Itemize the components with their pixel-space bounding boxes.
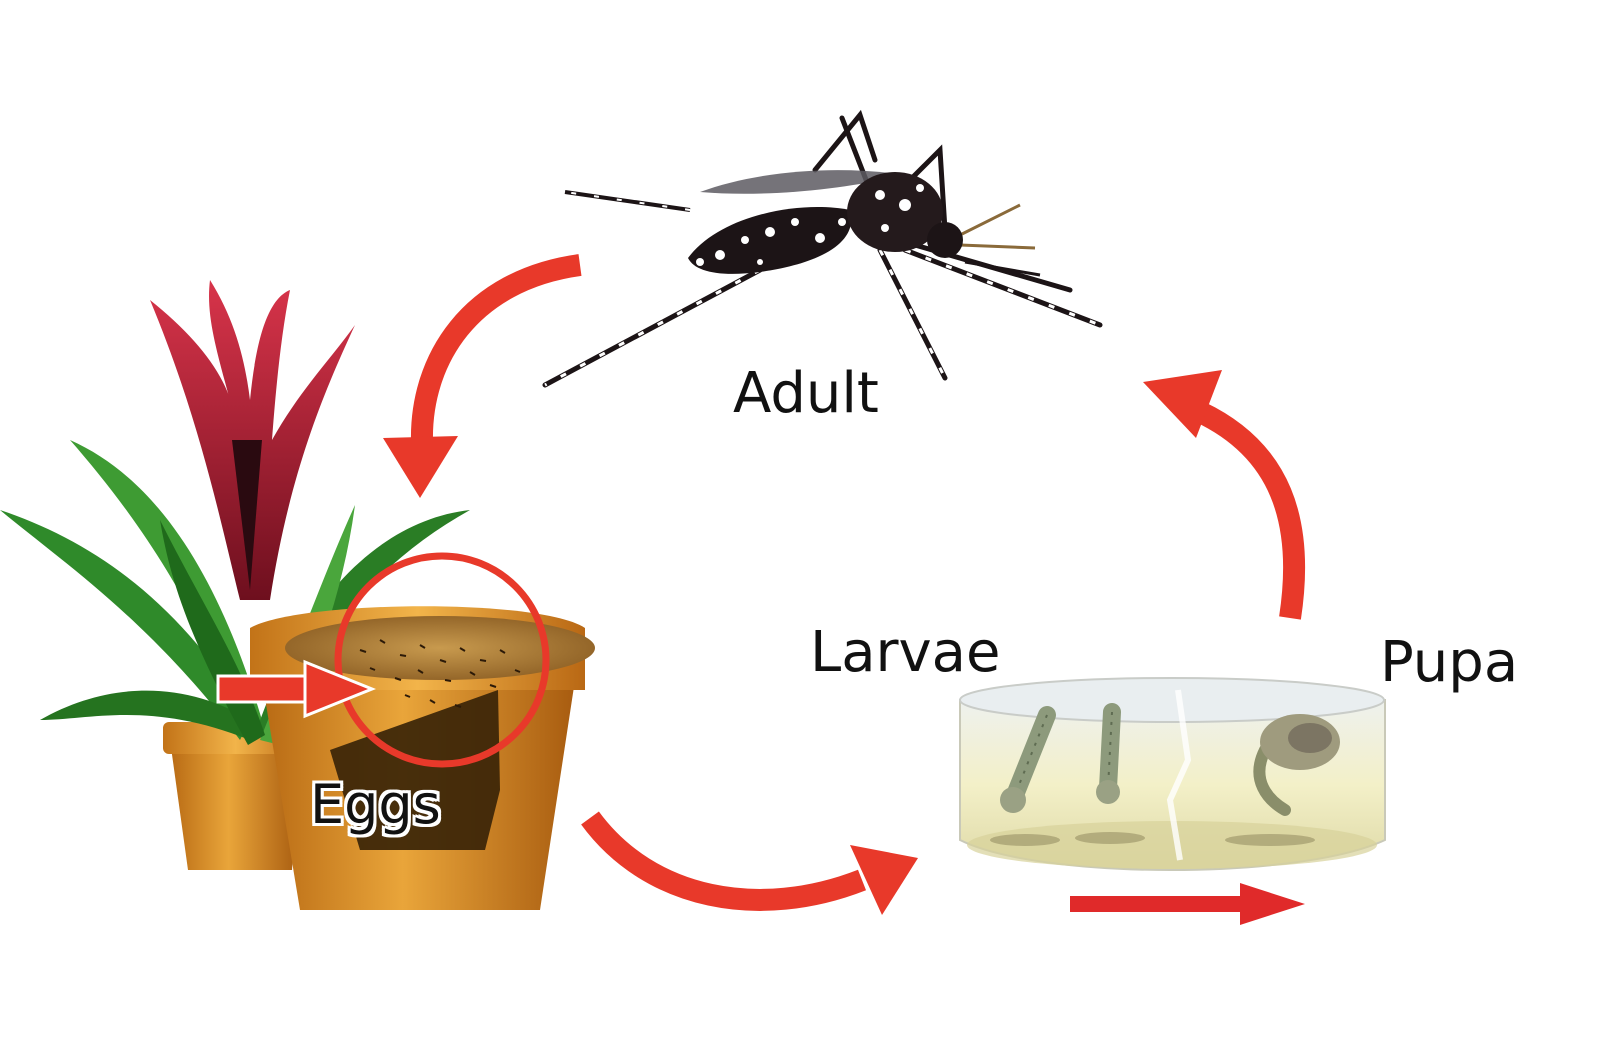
larvae-label: Larvae xyxy=(810,620,1001,685)
arrow-pupa-to-adult xyxy=(1143,370,1306,620)
water-dish-icon xyxy=(959,677,1386,871)
pupa-icon xyxy=(1253,714,1340,816)
eggs-label: Eggs xyxy=(310,773,441,836)
mosquito-icon xyxy=(542,109,1103,388)
arrow-adult-to-eggs xyxy=(383,254,582,498)
arrow-eggs-to-larvae xyxy=(581,811,918,915)
adult-label: Adult xyxy=(733,361,879,426)
eggs-specks xyxy=(359,639,521,708)
larva-icon xyxy=(1000,706,1056,813)
eggs-pointer-arrow xyxy=(216,659,377,719)
eggs-highlight-circle xyxy=(334,552,550,768)
flower-pot-icon xyxy=(0,280,595,910)
larva-icon xyxy=(1096,703,1121,804)
pupa-label: Pupa xyxy=(1380,630,1519,695)
arrow-larvae-to-pupa xyxy=(1070,883,1305,925)
cycle-arrows xyxy=(383,254,1306,925)
